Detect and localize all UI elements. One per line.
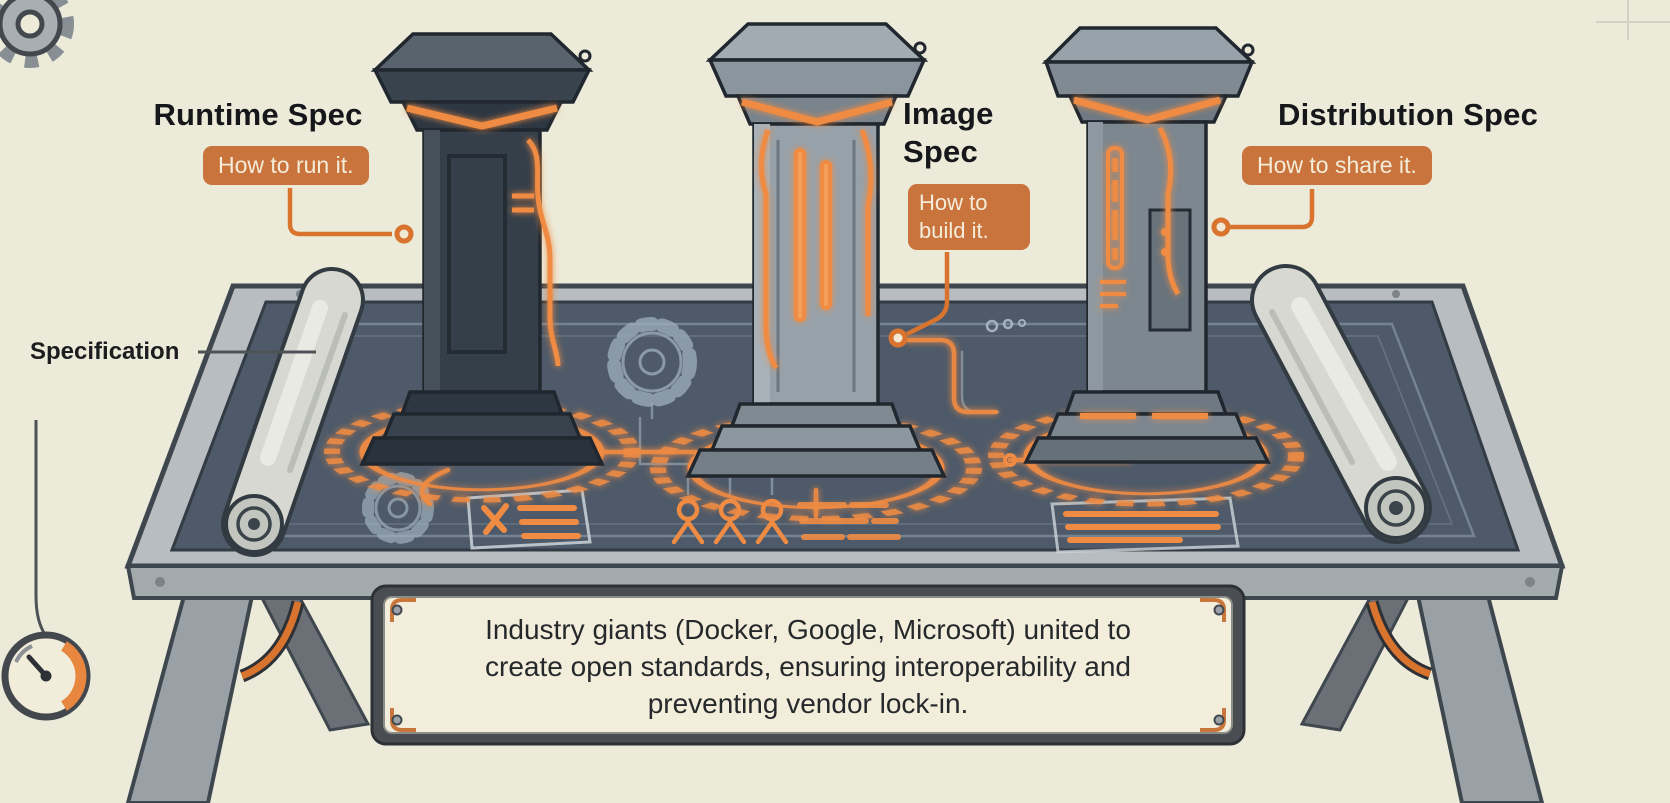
image-spec-title: Image Spec [903,96,994,169]
runtime-spec-title: Runtime Spec [153,97,363,132]
connector-lines [287,188,1315,348]
caption-line-2: create open standards, ensuring interope… [485,651,1131,682]
distribution-spec-badge: How to share it. [1242,146,1432,185]
blueprint-info-box [1050,496,1240,554]
specification-label: Specification [30,338,180,365]
pillar-runtime-accents [406,104,561,367]
caption-line-1: Industry giants (Docker, Google, Microso… [485,614,1131,645]
scroll-left-icon [221,267,365,557]
runtime-connector [287,188,392,237]
caption-frame [370,584,1246,746]
runtime-spec-badge: How to run it. [203,146,369,185]
distribution-connector-dot [1211,217,1231,237]
blueprint-gear-icon [607,317,697,407]
gauge-pointer [34,420,48,637]
runtime-connector-dot [394,224,414,244]
image-connector-dot [888,328,908,348]
gauge-icon [1,631,91,721]
pipe-right [1368,601,1432,678]
image-spec-badge: How to build it. [908,184,1030,250]
distribution-spec-title: Distribution Spec [1277,97,1539,132]
pillar-distribution-accents [1073,96,1221,419]
caption-line-3: preventing vendor lock-in. [647,688,969,719]
pillar-image-accents [741,98,893,370]
pipe-left [240,601,302,680]
image-connector [905,252,950,337]
caption-box: Industry giants (Docker, Google, Microso… [402,611,1214,722]
blueprint-checklist-icon [466,488,592,550]
pillar-runtime [359,32,605,466]
table-legs [125,594,1545,803]
distribution-connector [1230,189,1315,230]
scroll-right-icon [1250,264,1432,544]
pillar-image [685,22,947,478]
blueprint-text-lines [797,502,901,540]
pencil-marks [1596,0,1670,40]
gear-icon [0,0,74,68]
